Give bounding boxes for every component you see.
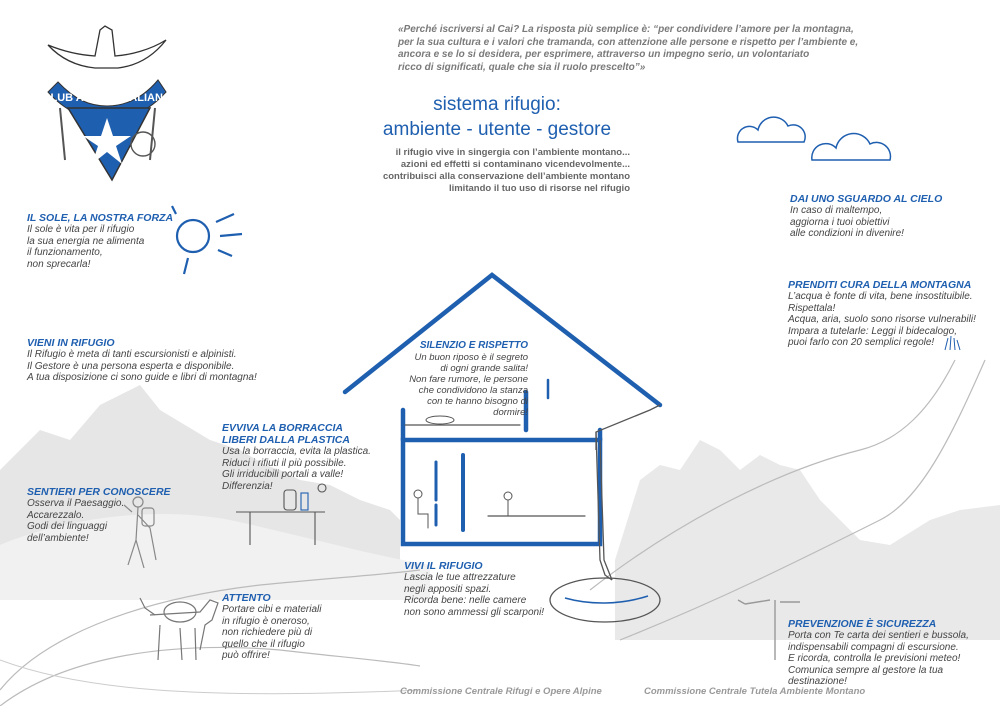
cai-logo-icon <box>47 25 167 182</box>
section-heading: VIENI IN RIFUGIO <box>27 337 115 349</box>
title-line-2: ambiente - utente - gestore <box>382 119 612 140</box>
hill-left <box>0 514 430 600</box>
trail-bottom <box>0 659 421 695</box>
footer-left: Commissione Centrale Rifugi e Opere Alpi… <box>400 686 602 697</box>
quote-block: «Perché iscriversi al Cai? La risposta p… <box>398 24 918 74</box>
logo-text: CLUB ALPINO ITALIANO <box>43 92 172 104</box>
title-line-1: sistema rifugio: <box>433 94 561 115</box>
section-line: che condividono la stanza <box>418 385 528 396</box>
section-line: Lascia le tue attrezzature <box>404 572 516 583</box>
section-line: Riduci i rifiuti il più possibile. <box>222 457 347 469</box>
hiker-icon <box>123 496 157 569</box>
section-heading: PREVENZIONE È SICUREZZA <box>788 618 937 630</box>
section-silenzio: SILENZIO E RISPETTO Un buon riposo è il … <box>388 340 528 418</box>
section-line: Gli irriducibili portali a valle! <box>222 469 344 480</box>
trail-right <box>589 359 956 591</box>
section-borraccia: EVVIVA LA BORRACCIA LIBERI DALLA PLASTIC… <box>222 422 371 492</box>
water-bottles-icon <box>236 483 327 545</box>
section-line: Non fare rumore, le persone <box>409 374 528 385</box>
section-line: Acqua, aria, suolo sono risorse vulnerab… <box>788 314 976 325</box>
section-line: indispensabili compagni di escursione. <box>788 641 959 653</box>
sun-icon <box>171 205 243 275</box>
section-line: Usa la borraccia, evita la plastica. <box>222 446 371 457</box>
section-heading: SENTIERI PER CONOSCERE <box>27 486 171 498</box>
section-cielo: DAI UNO SGUARDO AL CIELO In caso di malt… <box>790 193 942 240</box>
intro-line: limitando il tuo uso di risorse nel rifu… <box>448 183 630 194</box>
section-line: Rispettala! <box>788 302 836 314</box>
trail-left <box>0 569 421 691</box>
section-line: il funzionamento, <box>27 247 103 258</box>
section-line: Il Rifugio è meta di tanti escursionisti… <box>27 349 237 360</box>
grass-icon <box>944 335 961 351</box>
section-heading: VIVI IL RIFUGIO <box>404 560 483 572</box>
section-line: non sprecarla! <box>27 258 91 270</box>
quote-line: per la sua cultura e i valori che traman… <box>398 36 859 48</box>
section-line: Godi dei linguaggi <box>27 521 108 532</box>
section-line: Impara a tutelarle: Leggi il bidecalogo, <box>788 325 957 337</box>
section-line: Ricorda bene: nelle camere <box>404 595 527 606</box>
intro-line: il rifugio vive in singergia con l’ambie… <box>395 147 630 158</box>
section-line: in rifugio è oneroso, <box>222 615 310 627</box>
section-line: quello che il rifugio <box>222 638 305 650</box>
water-tank-icon <box>549 404 661 623</box>
section-sentieri: SENTIERI PER CONOSCERE Osserva il Paesag… <box>27 486 171 544</box>
section-line: Il Gestore è una persona esperta e dispo… <box>27 360 235 372</box>
intro-block: il rifugio vive in singergia con l’ambie… <box>360 147 630 195</box>
section-heading: EVVIVA LA BORRACCIA <box>222 422 343 434</box>
section-line: Accarezzalo. <box>27 509 85 521</box>
signpost-icon <box>737 599 800 660</box>
page-title: sistema rifugio: ambiente - utente - ges… <box>372 92 622 142</box>
mountains-right <box>615 440 1000 640</box>
section-line: Comunica sempre al gestore la tua <box>788 664 944 676</box>
section-vieni: VIENI IN RIFUGIO Il Rifugio è meta di ta… <box>27 337 257 384</box>
section-attento: ATTENTO Portare cibi e materiali in rifu… <box>222 592 321 662</box>
refuge-house-icon <box>342 272 663 547</box>
section-cura: PRENDITI CURA DELLA MONTAGNA L’acqua è f… <box>788 279 976 349</box>
section-heading: SILENZIO E RISPETTO <box>419 340 528 351</box>
section-line: dormire! <box>493 407 528 418</box>
section-line: destinazione! <box>788 676 847 687</box>
section-heading: ATTENTO <box>222 592 271 604</box>
intro-line: azioni ed effetti si contaminano vicende… <box>400 159 630 170</box>
section-line: puoi farlo con 20 semplici regole! <box>788 337 935 348</box>
trail-left-2 <box>0 646 421 706</box>
cloud-icon <box>736 116 892 161</box>
section-line: può offrire! <box>222 650 270 661</box>
section-line: non richiedere più di <box>222 627 313 638</box>
quote-line: ancora e se lo si desidera, per esprimer… <box>398 49 810 60</box>
section-line: con te hanno bisogno di <box>427 396 528 407</box>
section-line: E ricorda, controlla le previsioni meteo… <box>788 653 961 664</box>
section-heading: LIBERI DALLA PLASTICA <box>222 434 350 446</box>
section-line: Porta con Te carta dei sentieri e bussol… <box>788 630 969 641</box>
donkey-icon <box>139 597 219 661</box>
section-line: In caso di maltempo, <box>790 205 883 216</box>
section-line: negli appositi spazi. <box>404 583 492 595</box>
section-line: di ogni grande salita! <box>440 363 528 374</box>
section-vivi: VIVI IL RIFUGIO Lascia le tue attrezzatu… <box>404 560 544 618</box>
section-heading: PRENDITI CURA DELLA MONTAGNA <box>788 279 972 291</box>
quote-line: «Perché iscriversi al Cai? La risposta p… <box>398 24 854 35</box>
section-line: la sua energia ne alimenta <box>27 235 145 247</box>
section-heading: DAI UNO SGUARDO AL CIELO <box>790 193 943 205</box>
section-line: Il sole è vita per il rifugio <box>27 224 135 235</box>
section-line: L’acqua è fonte di vita, bene insostitui… <box>788 291 973 302</box>
intro-line: contribuisci alla conservazione dell’amb… <box>382 171 630 182</box>
section-heading: IL SOLE, LA NOSTRA FORZA <box>27 212 174 224</box>
section-line: Osserva il Paesaggio. <box>27 498 125 509</box>
section-line: aggiorna i tuoi obiettivi <box>790 216 890 228</box>
section-line: A tua disposizione ci sono guide e libri… <box>27 372 257 383</box>
quote-line: ricco di significati, quale che sia il r… <box>398 61 646 73</box>
section-line: Differenzia! <box>222 480 273 492</box>
section-line: non sono ammessi gli scarponi! <box>404 606 545 618</box>
section-line: Portare cibi e materiali <box>222 604 322 615</box>
footer-right: Commissione Centrale Tutela Ambiente Mon… <box>644 686 866 697</box>
section-line: alle condizioni in divenire! <box>790 228 904 239</box>
section-line: dell’ambiente! <box>27 532 89 544</box>
section-sole: IL SOLE, LA NOSTRA FORZA Il sole è vita … <box>27 212 173 270</box>
trail-right-2 <box>619 359 986 641</box>
section-line: Un buon riposo è il segreto <box>414 352 528 363</box>
section-prevenzione: PREVENZIONE È SICUREZZA Porta con Te car… <box>788 618 969 688</box>
